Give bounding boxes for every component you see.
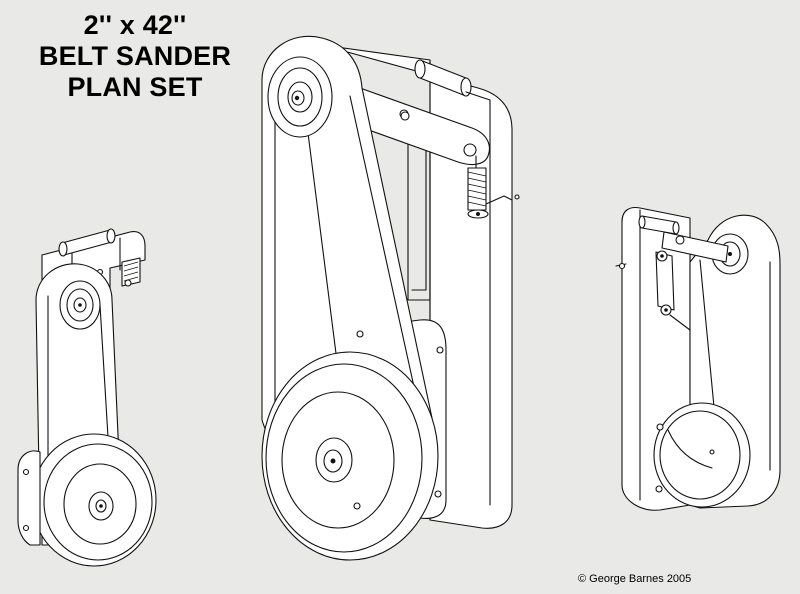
left-top-pulley [60,281,100,329]
right-hole-1 [657,424,663,430]
right-drive-pulley [654,403,750,507]
left-drive-pulley [32,434,156,566]
left-motor-plate [18,451,40,545]
title-plan-set: PLAN SET [67,72,203,102]
right-link [656,252,674,310]
title-size: 2'' x 42'' [83,10,187,40]
right-hole-3 [710,450,714,454]
copyright-notice: © George Barnes 2005 [578,573,692,585]
right-hole-2 [656,486,662,492]
center-tension-arm [352,88,489,164]
title-product: BELT SANDER [38,41,232,71]
center-hole-2 [357,331,363,337]
left-view [18,229,156,566]
center-hole-4 [354,503,360,509]
plan-title: 2'' x 42'' BELT SANDER PLAN SET [10,10,260,103]
center-hole-6 [515,195,519,199]
right-view [616,208,780,511]
center-hole-5 [437,347,443,353]
center-back-plate [322,45,512,528]
center-arm-pivot [464,144,476,156]
center-hole-1 [401,112,409,120]
center-drive-pulley [262,352,438,560]
center-top-pulley [268,57,332,137]
center-view [262,36,519,560]
center-hole-3 [435,491,441,497]
center-spring [468,156,512,218]
